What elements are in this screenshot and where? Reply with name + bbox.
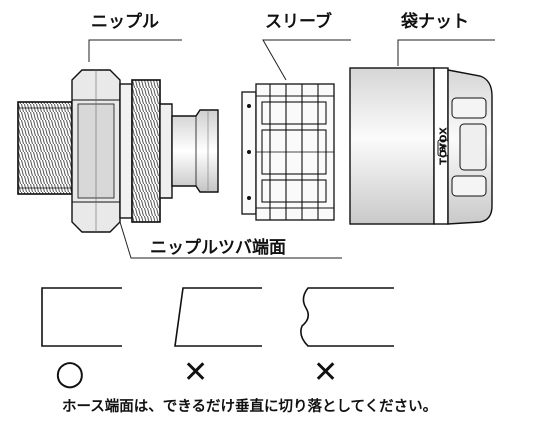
brand-marking: TOYOX xyxy=(439,127,450,165)
sleeve xyxy=(241,83,335,221)
good-mark: ○ xyxy=(55,353,85,393)
bag-nut-body xyxy=(349,67,435,225)
model-badge xyxy=(437,139,449,157)
bag-nut-leader xyxy=(397,39,495,66)
nipple-thread-right xyxy=(131,79,161,223)
nipple-leader xyxy=(88,39,182,62)
instruction-caption: ホース端面は、できるだけ垂直に切り落としてください。 xyxy=(62,399,438,415)
label-nipple-flange-end: ニップルツバ端面 xyxy=(150,238,286,258)
model-marking: SI xyxy=(439,144,448,153)
cut-example-good xyxy=(41,287,122,347)
nipple xyxy=(17,69,219,233)
label-nipple: ニップル xyxy=(91,12,159,32)
nipple-thread-left xyxy=(17,101,73,195)
bad-mark: ✕ xyxy=(183,355,209,390)
cut-examples xyxy=(41,287,394,347)
flange-end-leader xyxy=(119,221,342,259)
bag-nut xyxy=(349,67,493,225)
nipple-collar xyxy=(119,83,133,219)
sleeve-leader xyxy=(262,39,351,81)
cut-example-uneven xyxy=(300,287,394,347)
bad-mark: ✕ xyxy=(313,355,339,390)
nipple-barb xyxy=(171,109,219,193)
label-bag-nut: 袋ナット xyxy=(401,12,469,32)
sleeve-ribs xyxy=(256,84,334,220)
cut-example-slanted xyxy=(174,287,262,347)
leader-lines xyxy=(88,39,495,259)
label-sleeve: スリーブ xyxy=(265,12,332,32)
